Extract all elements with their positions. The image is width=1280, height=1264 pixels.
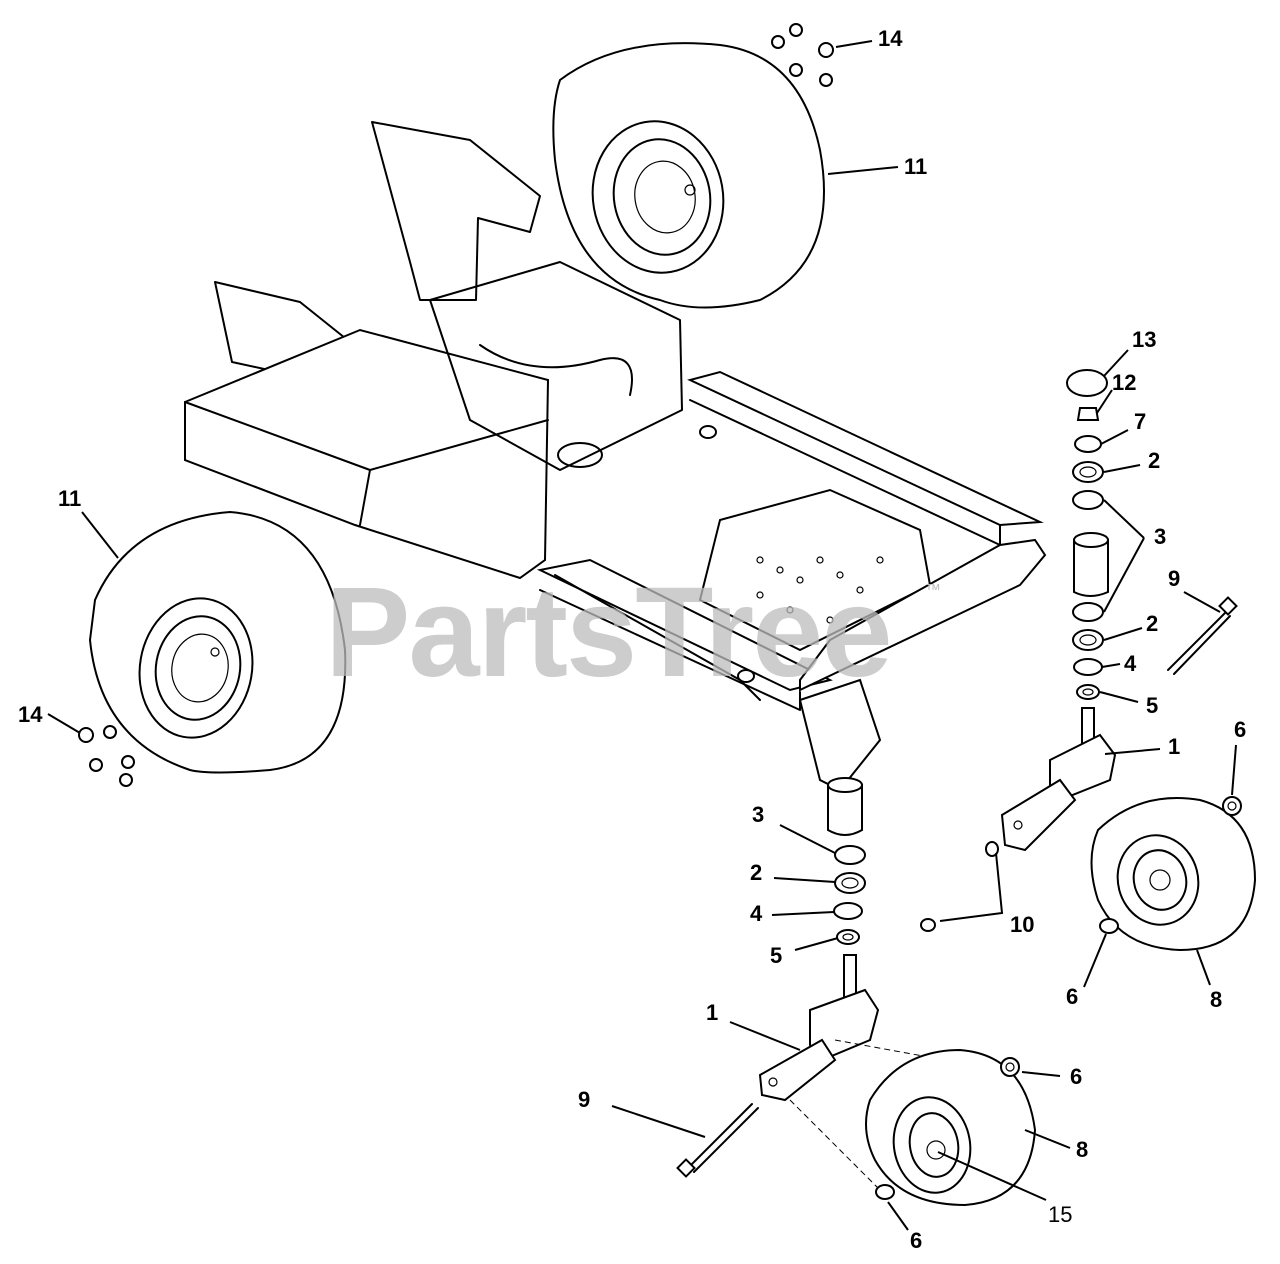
- callout-13: 13: [1132, 327, 1156, 352]
- bolt-left: [676, 1103, 759, 1178]
- callout-2-left: 2: [750, 860, 762, 885]
- right-spindle: [1000, 707, 1117, 852]
- callout-15: 15: [1048, 1202, 1072, 1227]
- leader-lines: [47, 40, 1237, 1231]
- callout-14-top: 14: [878, 26, 903, 51]
- left-spindle-stack: [833, 845, 866, 945]
- callout-3-right: 3: [1154, 524, 1166, 549]
- callout-1-right: 1: [1168, 734, 1180, 759]
- watermark-text: PartsTree: [325, 561, 891, 704]
- callout-9-right: 9: [1168, 566, 1180, 591]
- callout-11-left: 11: [58, 486, 81, 511]
- callout-2-right-lower: 2: [1146, 611, 1158, 636]
- callout-1-left: 1: [706, 1000, 718, 1025]
- watermark-trademark: ™: [925, 582, 941, 599]
- callout-11-top: 11: [904, 154, 927, 179]
- callout-8-right: 8: [1210, 987, 1222, 1012]
- callout-6-mid: 6: [1070, 1064, 1082, 1089]
- callout-6-mid-left: 6: [1066, 984, 1078, 1009]
- caster-tire-left: [865, 1048, 1037, 1207]
- chassis-frame: [184, 121, 1109, 836]
- lug-nuts-top: [771, 23, 834, 87]
- left-spindle: [758, 954, 1001, 1191]
- callout-9-left: 9: [578, 1087, 590, 1112]
- frame-hole-pattern: [756, 556, 884, 624]
- callout-4-left: 4: [750, 901, 763, 926]
- callout-10: 10: [1010, 912, 1034, 937]
- callout-6-bottom: 6: [910, 1228, 922, 1253]
- rear-tire-left: [88, 510, 347, 774]
- callout-3-left: 3: [752, 802, 764, 827]
- callout-labels: 14 11 13 12 7 2 3 9 2 4 5 1 6 11 14 3 2 …: [18, 26, 1246, 1253]
- rear-tire-top: [552, 42, 825, 309]
- callout-5-left: 5: [770, 943, 782, 968]
- lug-nuts-left: [78, 725, 135, 787]
- right-spindle-stack: [1066, 369, 1108, 700]
- callout-4-right: 4: [1124, 651, 1137, 676]
- callout-5-right: 5: [1146, 693, 1158, 718]
- grease-fittings: [920, 841, 999, 932]
- bolt-right: [1167, 596, 1238, 675]
- callout-12: 12: [1112, 370, 1136, 395]
- callout-2-right-upper: 2: [1148, 448, 1160, 473]
- callout-8-mid: 8: [1076, 1137, 1088, 1162]
- caster-tire-right: [1090, 797, 1257, 952]
- callout-14-left: 14: [18, 702, 43, 727]
- callout-6-top-right: 6: [1234, 717, 1246, 742]
- caster-nuts: [875, 796, 1242, 1200]
- callout-7: 7: [1134, 409, 1146, 434]
